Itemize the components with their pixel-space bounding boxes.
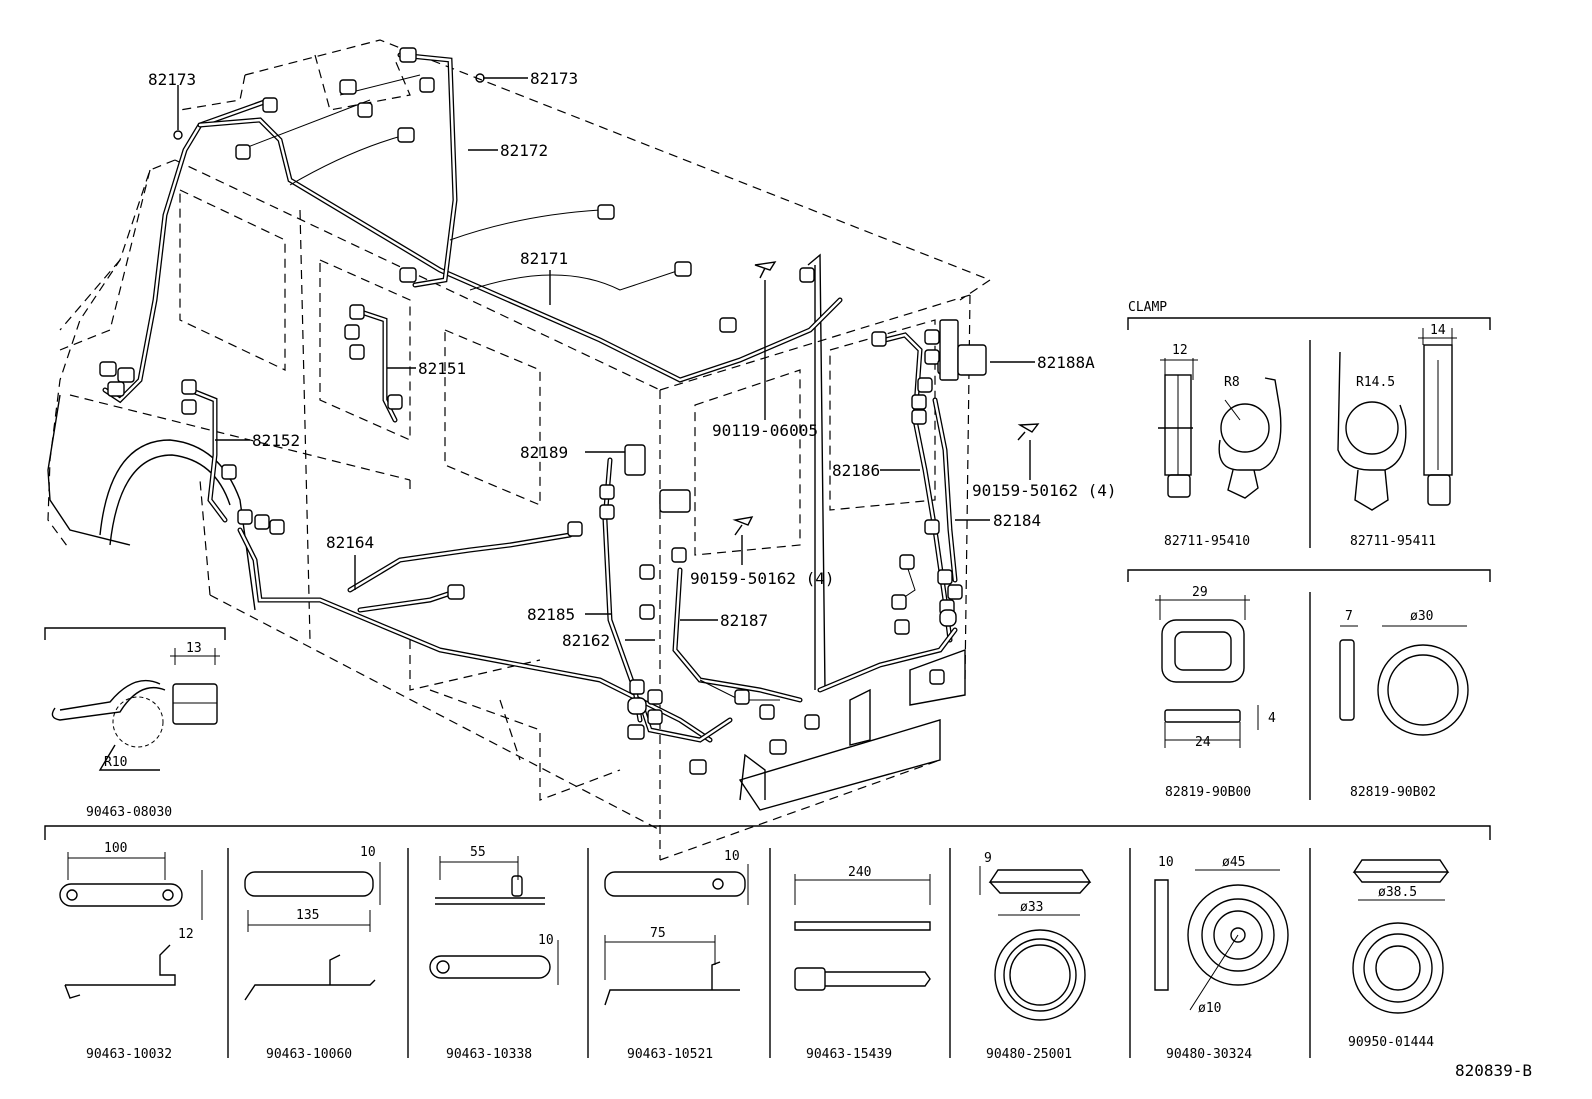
label-82188A: 82188A — [1037, 353, 1095, 372]
clamp-title: CLAMP — [1128, 300, 1167, 315]
part-90480-30324: 10 ø45 ø10 90480-30324 — [1154, 855, 1289, 1062]
label-82189: 82189 — [520, 443, 568, 462]
part-90463-10338: 55 10 90463-10338 — [429, 845, 559, 1062]
connectors — [99, 47, 987, 775]
p2-part: 90463-10060 — [266, 1047, 352, 1062]
bolts — [732, 261, 1040, 536]
main-labels: 82173 82173 82172 82171 82151 82152 8218… — [148, 69, 1117, 650]
p4-part: 90463-10521 — [627, 1047, 713, 1062]
p6-part: 90480-25001 — [986, 1047, 1072, 1062]
p7-d1: 10 — [1158, 855, 1174, 870]
leader-lines — [173, 73, 1035, 641]
part-90463-10032: 100 12 90463-10032 — [59, 841, 203, 1062]
grommet2-dia-dim: ø30 — [1410, 609, 1433, 624]
p8-d1: ø38.5 — [1378, 885, 1417, 900]
part-90480-25001: 9 ø33 90480-25001 — [979, 851, 1092, 1062]
p7-d2: ø45 — [1222, 855, 1245, 870]
clip-width-dim: 13 — [186, 641, 202, 656]
label-82164: 82164 — [326, 533, 374, 552]
label-82152: 82152 — [252, 431, 300, 450]
label-82184: 82184 — [993, 511, 1041, 530]
clamp2-width: 14 — [1430, 323, 1446, 338]
label-82186: 82186 — [832, 461, 880, 480]
p1-d1: 100 — [104, 841, 127, 856]
bottom-parts-row: 100 12 90463-10032 10 135 90463-10060 — [44, 825, 1491, 1062]
clamp-panel: CLAMP 12 R8 82711-95410 14 — [1127, 300, 1491, 549]
label-90159-50162-a: 90159-50162 (4) — [972, 481, 1117, 500]
label-82185: 82185 — [527, 605, 575, 624]
p5-part: 90463-15439 — [806, 1047, 892, 1062]
label-82173-right: 82173 — [530, 69, 578, 88]
clamp2-radius: R14.5 — [1356, 375, 1395, 390]
part-90950-01444: ø38.5 90950-01444 — [1348, 859, 1450, 1050]
p3-part: 90463-10338 — [446, 1047, 532, 1062]
p6-d2: ø33 — [1020, 900, 1043, 915]
p1-d2: 12 — [178, 927, 194, 942]
grommet-82819-90B00: 29 24 4 82819-90B00 — [1155, 585, 1276, 800]
p2-d2: 135 — [296, 908, 319, 923]
label-90159-50162-b: 90159-50162 (4) — [690, 569, 835, 588]
clamp-82711-95410: 12 R8 82711-95410 — [1158, 343, 1282, 549]
clamp2-part: 82711-95411 — [1350, 534, 1436, 549]
grommet1-height-dim: 4 — [1268, 711, 1276, 726]
grommet-panel: 29 24 4 82819-90B00 7 ø30 82819-90B02 — [1127, 569, 1491, 800]
p1-part: 90463-10032 — [86, 1047, 172, 1062]
p3-d2: 10 — [538, 933, 554, 948]
p3-d1: 55 — [470, 845, 486, 860]
clip-radius-dim: R10 — [104, 755, 127, 770]
grommet1-bottom-dim: 24 — [1195, 735, 1211, 750]
grommet2-part: 82819-90B02 — [1350, 785, 1436, 800]
clamp1-part: 82711-95410 — [1164, 534, 1250, 549]
label-82162: 82162 — [562, 631, 610, 650]
label-82151: 82151 — [418, 359, 466, 378]
p7-part: 90480-30324 — [1166, 1047, 1252, 1062]
p7-d3: ø10 — [1198, 1001, 1221, 1016]
grommet2-thick-dim: 7 — [1345, 609, 1353, 624]
clamp1-width: 12 — [1172, 343, 1188, 358]
grommet-82819-90B02: 7 ø30 82819-90B02 — [1339, 609, 1469, 800]
label-82172: 82172 — [500, 141, 548, 160]
part-90463-10060: 10 135 90463-10060 — [244, 845, 381, 1062]
p6-d1: 9 — [984, 851, 992, 866]
p4-d1: 10 — [724, 849, 740, 864]
clamp1-radius: R8 — [1224, 375, 1240, 390]
label-82187: 82187 — [720, 611, 768, 630]
vehicle-body-outline — [47, 39, 992, 861]
label-90119-06005: 90119-06005 — [712, 421, 818, 440]
clip-part: 90463-08030 — [86, 805, 172, 820]
clip-panel-90463-08030: 13 R10 90463-08030 — [44, 627, 226, 820]
label-82173-left: 82173 — [148, 70, 196, 89]
p4-d2: 75 — [650, 926, 666, 941]
p5-d1: 240 — [848, 865, 871, 880]
part-90463-10521: 10 75 90463-10521 — [604, 849, 749, 1062]
p2-d1: 10 — [360, 845, 376, 860]
diagram-code: 820839-B — [1455, 1061, 1532, 1080]
grommet1-top-dim: 29 — [1192, 585, 1208, 600]
p8-part: 90950-01444 — [1348, 1035, 1434, 1050]
part-90463-15439: 240 90463-15439 — [794, 865, 931, 1062]
label-82171: 82171 — [520, 249, 568, 268]
grommet1-part: 82819-90B00 — [1165, 785, 1251, 800]
clamp-82711-95411: 14 R14.5 82711-95411 — [1337, 323, 1457, 549]
